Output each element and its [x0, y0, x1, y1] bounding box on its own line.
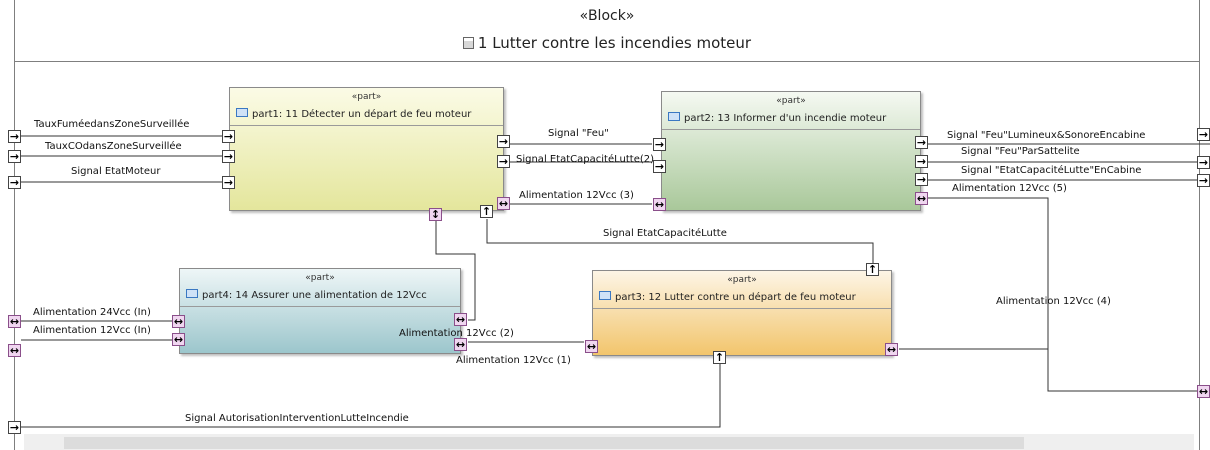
frame-port-alim-5[interactable]: ↔: [1197, 385, 1210, 398]
block-frame: [14, 0, 1200, 450]
part4-name: part4: 14 Assurer une alimentation de 12…: [186, 289, 427, 301]
part3-port-alim-1[interactable]: ↔: [585, 340, 598, 353]
part2-port-alim-5[interactable]: ↔: [915, 192, 928, 205]
part4-stereotype: «part»: [305, 273, 335, 283]
part1-port-taux-fumee[interactable]: →: [222, 130, 235, 143]
part1-port-etat-capacite-2[interactable]: →: [497, 155, 510, 168]
part-icon: [668, 112, 680, 121]
wire-signal-etat-capacite: [486, 219, 874, 266]
label-signal-etat-moteur: Signal EtatMoteur: [71, 166, 161, 177]
part2-name: part2: 13 Informer d'un incendie moteur: [668, 112, 886, 124]
part1-port-taux-co[interactable]: →: [222, 150, 235, 163]
part3-block[interactable]: «part» part3: 12 Lutter contre un départ…: [592, 270, 892, 356]
part2-port-signal-feu[interactable]: →: [653, 138, 666, 151]
part1-port-alim-2[interactable]: ↕: [429, 208, 442, 221]
part2-port-alim-3[interactable]: ↔: [653, 198, 666, 211]
part1-divider: [230, 125, 503, 126]
part4-port-alim-2[interactable]: ↔: [454, 313, 467, 326]
part3-name: part3: 12 Lutter contre un départ de feu…: [599, 291, 856, 303]
part2-port-feu-lumineux[interactable]: →: [915, 136, 928, 149]
part1-name: part1: 11 Détecter un départ de feu mote…: [236, 108, 471, 120]
part-icon: [599, 291, 611, 300]
label-alim-12-in: Alimentation 12Vcc (In): [33, 325, 151, 336]
label-etat-cabine: Signal "EtatCapacitéLutte"EnCabine: [961, 165, 1142, 176]
label-taux-fumee: TauxFuméedansZoneSurveillée: [34, 119, 190, 130]
part1-port-signal-feu[interactable]: →: [497, 135, 510, 148]
label-alim-4: Alimentation 12Vcc (4): [996, 296, 1111, 307]
block-header: «Block» 1 Lutter contre les incendies mo…: [15, 0, 1199, 62]
block-title[interactable]: 1 Lutter contre les incendies moteur: [15, 34, 1199, 52]
part3-port-alim-4[interactable]: ↔: [885, 343, 898, 356]
label-feu-satellite: Signal "Feu"ParSattelite: [961, 146, 1080, 157]
part1-port-alim-3[interactable]: ↔: [497, 197, 510, 210]
part2-port-etat-cabine[interactable]: →: [915, 173, 928, 186]
block-icon: [462, 37, 474, 49]
part4-port-alim-24[interactable]: ↔: [172, 315, 185, 328]
part1-port-etat-capacite[interactable]: ↑: [480, 205, 493, 218]
frame-port-etat-moteur[interactable]: →: [8, 176, 21, 189]
part3-port-autorisation[interactable]: ↑: [713, 351, 726, 364]
scrollbar-thumb[interactable]: [64, 437, 1024, 449]
part1-block[interactable]: «part» part1: 11 Détecter un départ de f…: [229, 87, 504, 211]
part2-block[interactable]: «part» part2: 13 Informer d'un incendie …: [661, 91, 921, 211]
part4-port-alim-12-in[interactable]: ↔: [172, 333, 185, 346]
wire-alim-2-upper: [435, 221, 476, 321]
part4-divider: [180, 306, 460, 307]
label-signal-etat-capacite-2: Signal EtatCapacitéLutte(2): [516, 154, 655, 165]
frame-port-taux-fumee[interactable]: →: [8, 130, 21, 143]
wire-alim-5: [928, 197, 1200, 392]
block-stereotype: «Block»: [579, 8, 635, 24]
frame-port-alim-12-in[interactable]: ↔: [8, 344, 21, 357]
frame-port-feu-lumineux[interactable]: →: [1197, 128, 1210, 141]
label-signal-etat-capacite: Signal EtatCapacitéLutte: [603, 228, 727, 239]
part3-stereotype: «part»: [727, 275, 757, 285]
label-alim-24: Alimentation 24Vcc (In): [33, 307, 151, 318]
part2-divider: [662, 129, 920, 130]
frame-port-alim-24[interactable]: ↔: [8, 315, 21, 328]
part2-stereotype: «part»: [776, 96, 806, 106]
frame-port-etat-cabine[interactable]: →: [1197, 174, 1210, 187]
label-alim-2: Alimentation 12Vcc (2): [399, 328, 514, 339]
part1-port-etat-moteur[interactable]: →: [222, 176, 235, 189]
frame-port-feu-satellite[interactable]: →: [1197, 156, 1210, 169]
block-title-text: 1 Lutter contre les incendies moteur: [477, 34, 752, 52]
label-taux-co: TauxCOdansZoneSurveillée: [45, 141, 182, 152]
wire-signal-autorisation: [21, 364, 721, 428]
part3-port-etat-capacite[interactable]: ↑: [866, 263, 879, 276]
label-signal-autorisation: Signal AutorisationInterventionLutteInce…: [185, 413, 409, 424]
part2-port-etat-capacite-2[interactable]: →: [653, 160, 666, 173]
part3-divider: [593, 308, 891, 309]
label-alim-3: Alimentation 12Vcc (3): [519, 190, 634, 201]
part-icon: [236, 108, 248, 117]
label-alim-5: Alimentation 12Vcc (5): [952, 183, 1067, 194]
horizontal-scrollbar[interactable]: [24, 434, 1194, 450]
part4-block[interactable]: «part» part4: 14 Assurer une alimentatio…: [179, 268, 461, 354]
label-alim-1: Alimentation 12Vcc (1): [456, 355, 571, 366]
part4-port-alim-1[interactable]: ↔: [454, 338, 467, 351]
label-signal-feu: Signal "Feu": [548, 128, 609, 139]
part1-stereotype: «part»: [351, 92, 382, 102]
label-feu-lumineux: Signal "Feu"Lumineux&SonoreEncabine: [947, 130, 1146, 141]
part2-port-feu-satellite[interactable]: →: [915, 155, 928, 168]
part-icon: [186, 289, 198, 298]
frame-port-taux-co[interactable]: →: [8, 150, 21, 163]
frame-port-autorisation[interactable]: →: [8, 421, 21, 434]
